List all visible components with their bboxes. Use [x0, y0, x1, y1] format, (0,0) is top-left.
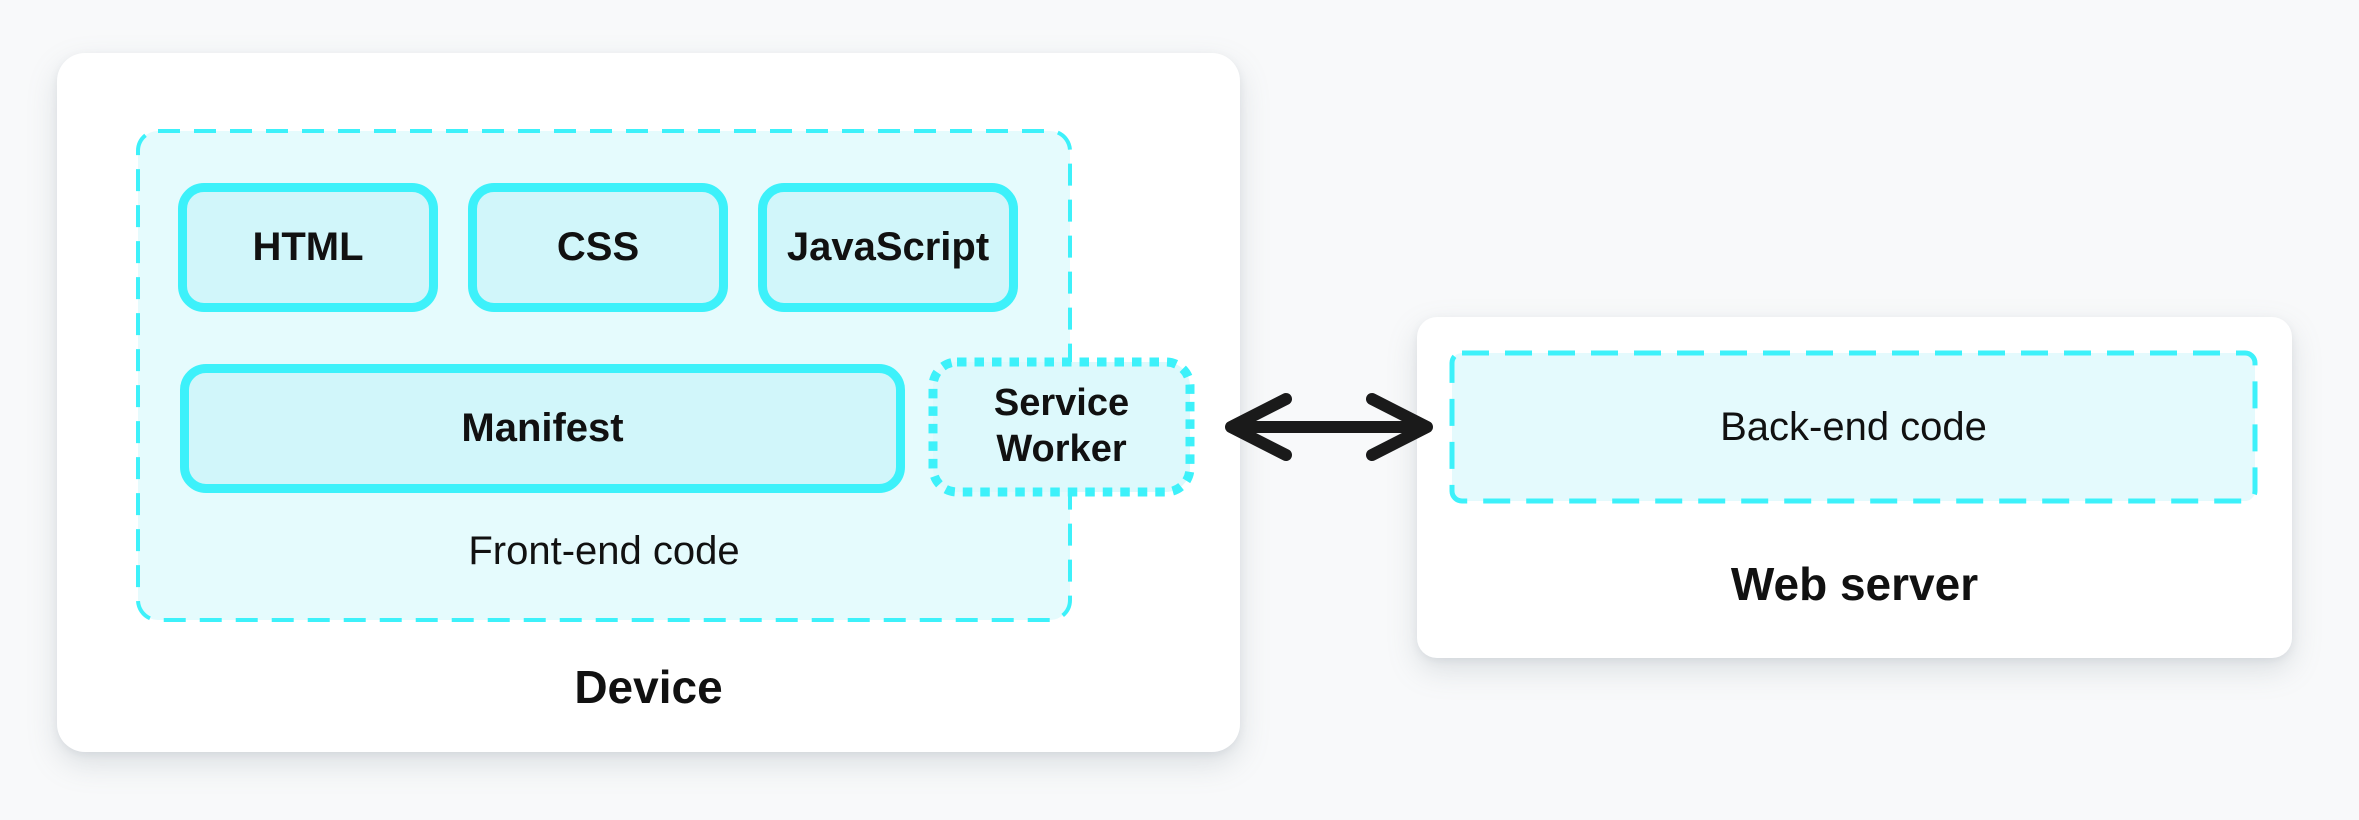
- frontend-code-label: Front-end code: [468, 529, 740, 573]
- css-box-label: CSS: [556, 225, 640, 269]
- manifest-box-label: Manifest: [461, 406, 624, 450]
- double-headed-arrow-icon: [1225, 393, 1433, 461]
- backend-code-label: Back-end code: [1720, 405, 1987, 449]
- device-label: Device: [574, 661, 723, 713]
- web-server-label: Web server: [1730, 558, 1979, 610]
- css-box: CSS: [468, 183, 728, 312]
- html-box-label: HTML: [252, 225, 364, 269]
- javascript-box: JavaScript: [758, 183, 1018, 312]
- javascript-box-label: JavaScript: [786, 225, 990, 269]
- manifest-box: Manifest: [180, 364, 905, 493]
- html-box: HTML: [178, 183, 438, 312]
- backend-code-box: [1449, 350, 2258, 504]
- service-worker-box: [928, 357, 1195, 497]
- service-worker-label: Service Worker: [993, 382, 1130, 470]
